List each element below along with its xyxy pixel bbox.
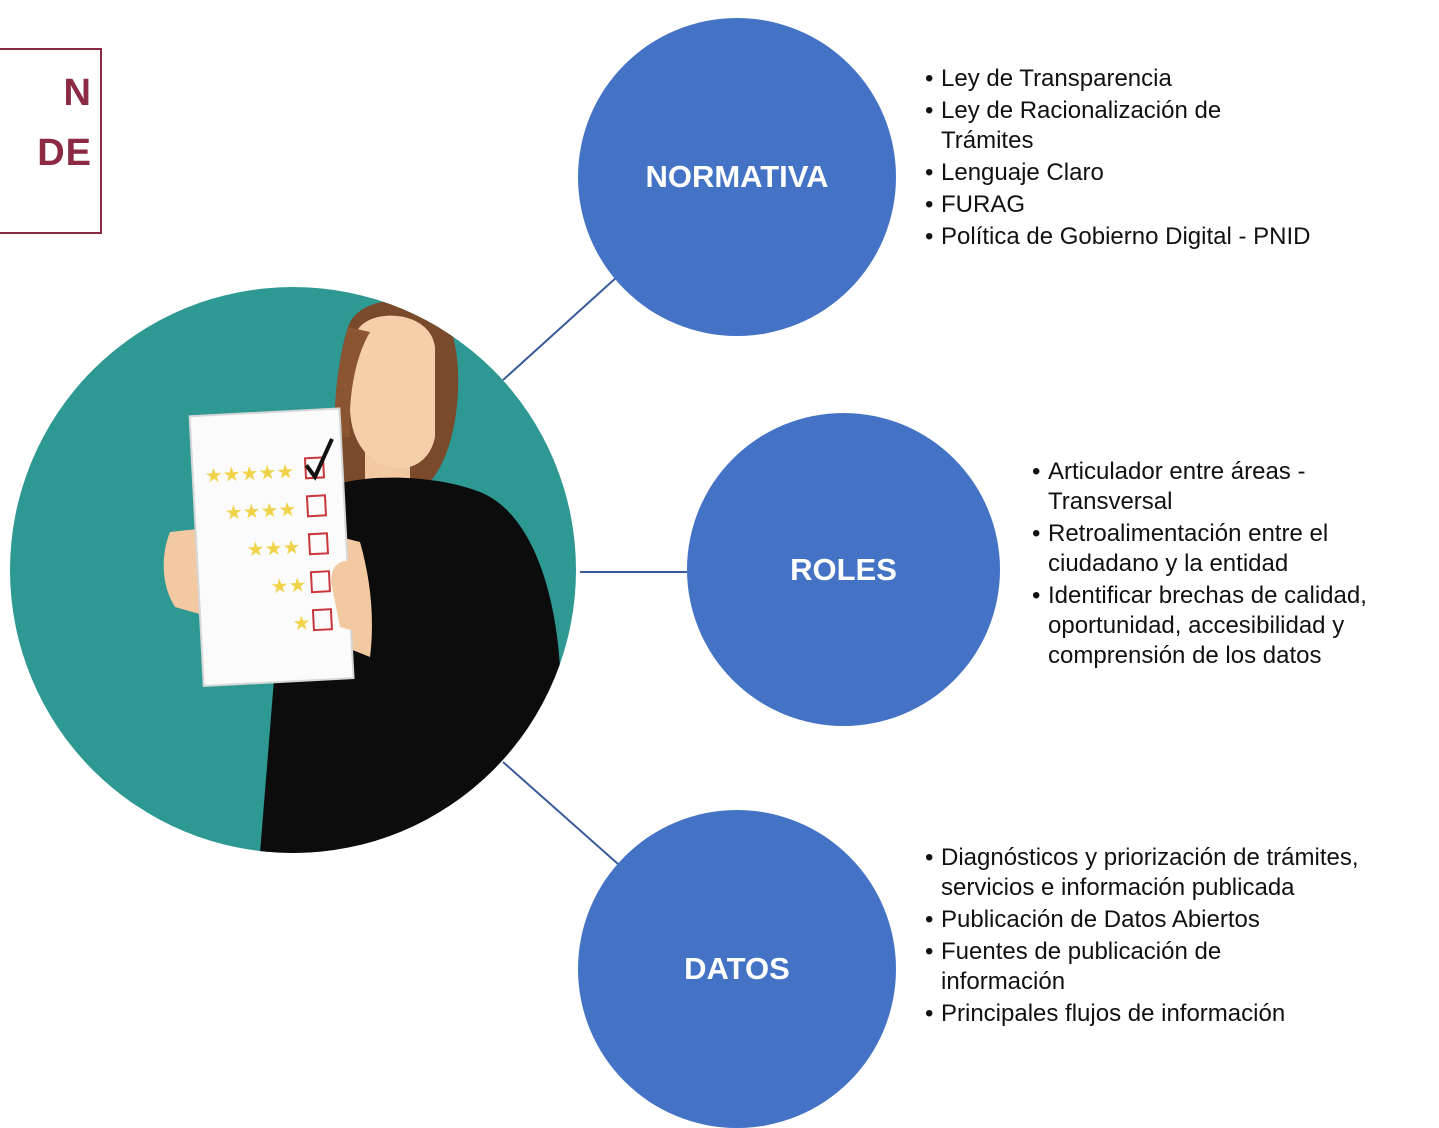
svg-text:★: ★ xyxy=(292,610,311,635)
svg-text:★★★★: ★★★★ xyxy=(224,497,297,525)
svg-text:★★: ★★ xyxy=(270,572,307,598)
list-item: Principales flujos de información xyxy=(925,999,1385,1029)
list-item: Ley de Racionalización de Trámites xyxy=(925,96,1301,156)
list-item: Retroalimentación entre el ciudadano y l… xyxy=(1032,519,1408,579)
connector-normativa xyxy=(502,275,619,381)
list-item: Diagnósticos y priorización de trámites,… xyxy=(925,843,1361,903)
roles-bullet-list: Articulador entre áreas - Transversal Re… xyxy=(1032,457,1437,673)
list-item: Identificar brechas de calidad, oportuni… xyxy=(1032,581,1437,671)
title-line-1: N xyxy=(63,72,92,114)
svg-text:★★★: ★★★ xyxy=(246,535,301,562)
node-normativa-label: NORMATIVA xyxy=(645,159,829,194)
node-datos-label: DATOS xyxy=(684,951,790,986)
svg-text:★★★★★: ★★★★★ xyxy=(204,459,295,488)
node-roles-label: ROLES xyxy=(790,551,897,587)
list-item: Lenguaje Claro xyxy=(925,158,1405,188)
list-item: Publicación de Datos Abiertos xyxy=(925,905,1385,935)
title-line-2: DE xyxy=(37,132,92,174)
normativa-bullet-list: Ley de Transparencia Ley de Racionalizac… xyxy=(925,64,1405,254)
list-item: Política de Gobierno Digital - PNID xyxy=(925,222,1405,252)
person-rating-illustration-icon: ★★★★★ ★★★★ ★★★ ★★ ★ xyxy=(163,300,570,853)
datos-bullet-list: Diagnósticos y priorización de trámites,… xyxy=(925,843,1385,1031)
list-item: Fuentes de publicación de información xyxy=(925,937,1301,997)
illustration-circle: ★★★★★ ★★★★ ★★★ ★★ ★ xyxy=(10,287,576,853)
list-item: FURAG xyxy=(925,190,1405,220)
title-box: N DE xyxy=(0,48,102,234)
node-datos: DATOS xyxy=(578,810,896,1128)
node-normativa: NORMATIVA xyxy=(578,18,896,336)
list-item: Ley de Transparencia xyxy=(925,64,1405,94)
list-item: Articulador entre áreas - Transversal xyxy=(1032,457,1378,517)
node-roles: ROLES xyxy=(687,413,1000,726)
